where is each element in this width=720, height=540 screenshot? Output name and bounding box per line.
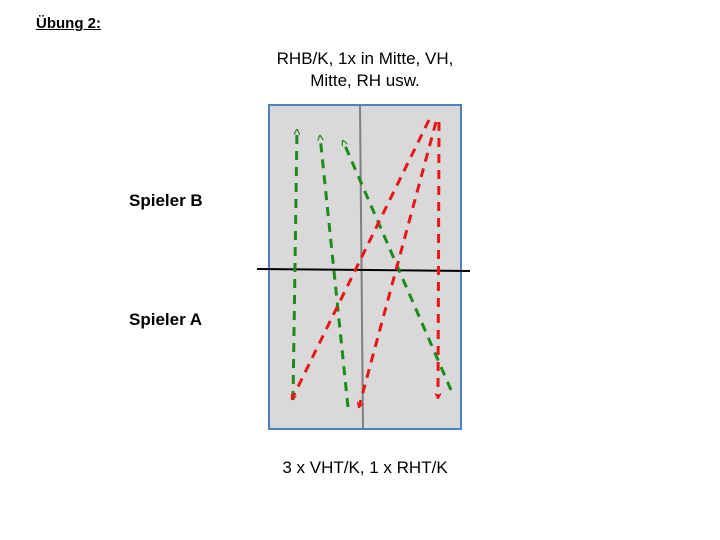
table-center-line xyxy=(359,105,364,429)
instruction-bottom: 3 x VHT/K, 1 x RHT/K xyxy=(282,458,448,477)
red-arrow-2 xyxy=(359,121,438,407)
player-b-label: Spieler B xyxy=(129,191,203,210)
exercise-title: Übung 2: xyxy=(36,15,101,32)
red-arrow-1 xyxy=(290,119,431,399)
player-a-label: Spieler A xyxy=(129,310,203,329)
net-line xyxy=(256,268,471,272)
instruction-top: RHB/K, 1x in Mitte, VH, Mitte, RH usw. xyxy=(215,48,515,92)
green-arrow-2 xyxy=(320,136,350,408)
table-surface xyxy=(268,104,462,430)
green-arrow-1 xyxy=(291,130,297,401)
red-arrow-3 xyxy=(438,121,439,398)
instruction-top-line-1: RHB/K, 1x in Mitte, VH, xyxy=(276,49,454,68)
instruction-top-line-2: Mitte, RH usw. xyxy=(310,71,420,90)
